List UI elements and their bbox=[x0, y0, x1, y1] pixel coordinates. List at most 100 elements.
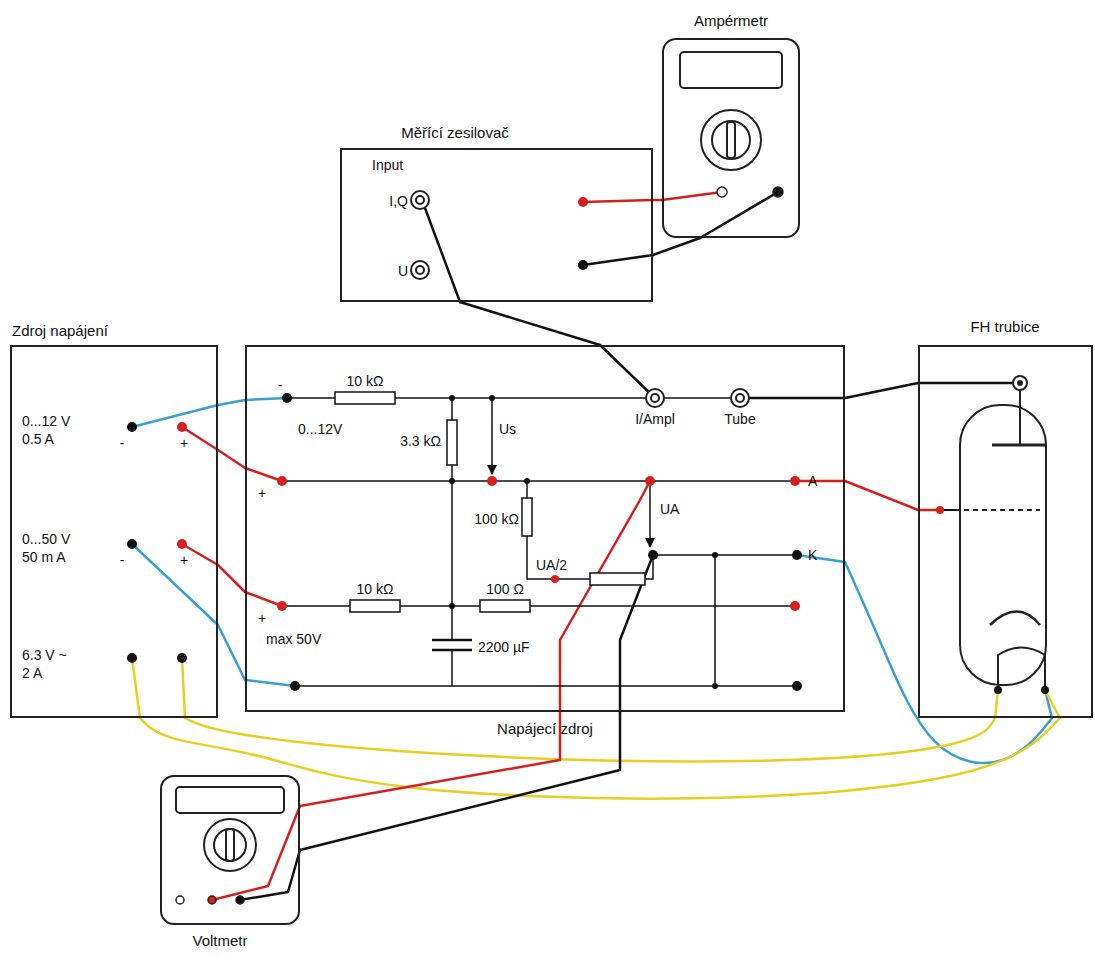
resistor-value: 10 kΩ bbox=[357, 581, 394, 597]
wire-stub bbox=[132, 398, 1052, 718]
terminal-label: A bbox=[808, 473, 817, 489]
wire-stub bbox=[995, 690, 998, 718]
tube-symbol bbox=[992, 444, 1045, 447]
supply-terminal bbox=[177, 653, 187, 663]
wire-stub bbox=[797, 555, 845, 562]
resistor-value: 3.3 kΩ bbox=[400, 433, 441, 449]
board-socket bbox=[731, 389, 749, 407]
box-title: Měřící zesilovač bbox=[401, 124, 509, 141]
meter-terminal bbox=[717, 187, 727, 197]
junction-dot bbox=[712, 552, 718, 558]
board-socket bbox=[646, 389, 664, 407]
power-supply-box: Zdroj napájení0...12 V 0.5 A-+0...50 V 5… bbox=[10, 345, 218, 718]
text-slot: Voltmetr bbox=[192, 932, 247, 950]
wire-stub bbox=[240, 192, 1013, 900]
wire-stub bbox=[1045, 690, 1060, 718]
terminal-dot bbox=[790, 476, 800, 486]
circuit-line bbox=[451, 650, 453, 686]
socket-label: U bbox=[398, 263, 408, 279]
supply-terminal bbox=[127, 422, 187, 663]
meter-face bbox=[214, 829, 246, 861]
meter-terminal bbox=[236, 896, 244, 904]
terminal-label: K bbox=[808, 547, 817, 563]
ammeter-device: Ampérmetr bbox=[662, 38, 800, 238]
circuit-line bbox=[653, 554, 797, 556]
meter-terminal bbox=[176, 187, 783, 904]
tube-terminal bbox=[1017, 380, 1023, 386]
wire-stub bbox=[132, 405, 218, 427]
wire bbox=[185, 718, 995, 761]
voltage-label: UA bbox=[660, 501, 679, 517]
text-slot: Ampérmetr bbox=[694, 12, 768, 30]
junction-dot bbox=[712, 683, 718, 689]
terminal-dot bbox=[487, 476, 497, 486]
terminal-dot bbox=[792, 681, 802, 691]
junction-dot bbox=[489, 395, 495, 401]
device-title: Ampérmetr bbox=[694, 12, 768, 29]
junction-dot bbox=[449, 395, 718, 689]
voltage-label: UA/2 bbox=[536, 557, 567, 573]
text-slot: - bbox=[120, 434, 125, 452]
polarity-sign: - bbox=[278, 377, 283, 393]
terminal-dot bbox=[645, 476, 655, 486]
circuit-line bbox=[295, 685, 797, 687]
terminal-dot bbox=[648, 550, 658, 560]
resistor-symbol bbox=[335, 392, 645, 612]
board-socket bbox=[736, 394, 744, 402]
text-slot: Napájecí zdroj bbox=[497, 720, 593, 738]
text-slot: 3.3 kΩ bbox=[400, 432, 441, 450]
text-slot: 0...50 V 50 m A bbox=[22, 530, 74, 567]
wire-stub bbox=[600, 345, 655, 398]
junction-dot bbox=[449, 395, 455, 401]
socket-label: I/Ampl bbox=[635, 411, 675, 427]
meter-terminal bbox=[773, 187, 783, 197]
tube-terminal bbox=[994, 686, 1002, 694]
polarity-sign: + bbox=[258, 610, 266, 626]
box-title: Zdroj napájení bbox=[12, 322, 108, 339]
polarity-sign: - bbox=[120, 435, 125, 451]
text-slot: U bbox=[398, 262, 408, 280]
wire bbox=[653, 238, 700, 255]
wire-stub bbox=[182, 658, 185, 718]
text-slot: - bbox=[120, 551, 125, 569]
output-terminal bbox=[578, 260, 588, 270]
voltmeter-device: Voltmetr bbox=[160, 775, 300, 925]
text-slot: K bbox=[808, 546, 817, 564]
wire-stub bbox=[662, 192, 722, 200]
board-socket bbox=[651, 394, 659, 402]
input-socket bbox=[411, 191, 429, 209]
output-rating: 0...12 V 0.5 A bbox=[22, 413, 70, 447]
wire bbox=[845, 562, 1052, 763]
meter-face bbox=[176, 787, 284, 813]
circuit-line bbox=[282, 398, 797, 686]
wire bbox=[460, 302, 600, 345]
wire-stub bbox=[245, 680, 295, 686]
wire bbox=[845, 481, 918, 510]
voltage-label: Us bbox=[499, 421, 516, 437]
text-slot: - bbox=[278, 376, 283, 394]
supply-terminal bbox=[127, 539, 137, 549]
resistor-value: 10 kΩ bbox=[347, 373, 384, 389]
meter-face bbox=[176, 52, 782, 871]
resistor-symbol bbox=[350, 600, 400, 612]
meter-face bbox=[701, 110, 761, 170]
meter-face bbox=[680, 52, 782, 88]
text-slot: Měřící zesilovač bbox=[401, 124, 509, 142]
resistor-symbol bbox=[447, 420, 457, 465]
wire-stub bbox=[245, 398, 287, 400]
terminal-dot bbox=[277, 601, 287, 611]
box-title: FH trubice bbox=[970, 318, 1039, 335]
meter-face bbox=[727, 122, 735, 158]
text-slot: Zdroj napájení bbox=[12, 322, 108, 340]
supply-terminal bbox=[127, 422, 137, 432]
tube-symbol bbox=[955, 509, 1040, 511]
tube-terminal bbox=[936, 376, 1049, 694]
wire-stub bbox=[245, 592, 282, 606]
junction-dot bbox=[524, 478, 530, 484]
terminal-dot bbox=[277, 476, 287, 486]
wire bbox=[300, 712, 620, 850]
board-socket bbox=[646, 389, 749, 407]
text-slot: 0...12 V 0.5 A bbox=[22, 412, 74, 449]
voltage-arrow bbox=[491, 400, 493, 474]
